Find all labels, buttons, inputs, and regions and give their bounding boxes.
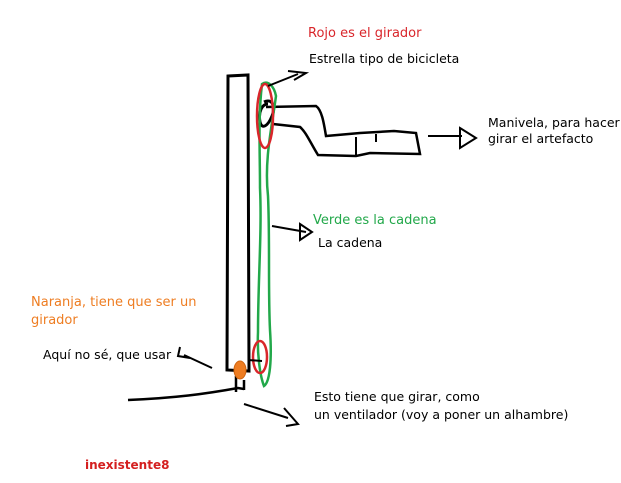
- red-girador-note: Rojo es el girador: [308, 26, 422, 41]
- red-girador-bottom: [251, 339, 269, 375]
- crank-label-line1: Manivela, para hacer: [488, 115, 620, 130]
- red-girador-top: [255, 82, 275, 150]
- unknown-part-label: Aquí no sé, que usar: [43, 347, 172, 362]
- post-base: [234, 376, 246, 392]
- crank-grip-inner: [355, 134, 377, 155]
- author-signature: inexistente8: [85, 458, 170, 472]
- arrow-to-crank-label: [428, 126, 478, 150]
- arrow-to-sprocket: [267, 70, 310, 87]
- arrow-to-chain-label: [271, 222, 314, 242]
- ground-line: [127, 386, 245, 402]
- sprocket-label: Estrella tipo de bicicleta: [309, 51, 460, 66]
- fan-label-line1: Esto tiene que girar, como: [314, 389, 480, 404]
- bottom-axle: [247, 359, 263, 362]
- fan-label-line2: un ventilador (voy a poner un alhambre): [314, 407, 569, 422]
- green-chain-note: Verde es la cadena: [313, 213, 437, 228]
- chain-label: La cadena: [318, 235, 383, 250]
- crank-handle: [265, 104, 422, 158]
- orange-girador-note-line2: girador: [31, 313, 78, 328]
- arrow-to-fan-label: [243, 403, 300, 427]
- vertical-post: [225, 73, 251, 373]
- arrow-to-unknown-label: [176, 346, 213, 369]
- orange-girador-note-line1: Naranja, tiene que ser un: [31, 295, 197, 310]
- crank-label-line2: girar el artefacto: [488, 131, 594, 146]
- orange-girador: [233, 360, 247, 380]
